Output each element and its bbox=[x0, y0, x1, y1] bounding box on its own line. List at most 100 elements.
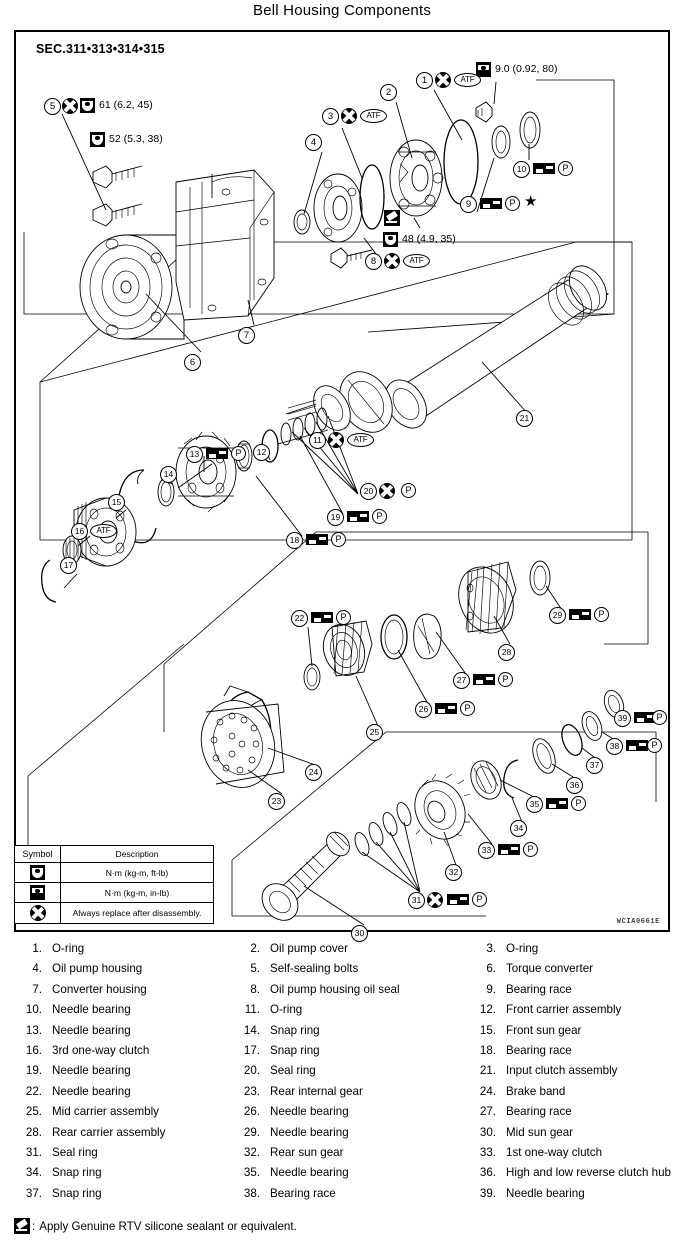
parts-list-item: 16.3rd one-way clutch bbox=[14, 1044, 232, 1064]
callout-35[interactable]: 35 bbox=[526, 796, 543, 813]
torque-ftlb-icon bbox=[80, 98, 95, 113]
torque-ftlb-icon bbox=[90, 132, 105, 147]
legend-row-ftlb: N·m (kg-m, ft-lb) bbox=[14, 862, 214, 883]
p-symbol: P bbox=[498, 672, 513, 687]
callout-11[interactable]: 11 bbox=[309, 432, 326, 449]
parts-list-item: 9.Bearing race bbox=[468, 983, 674, 1003]
parts-list-item: 7.Converter housing bbox=[14, 983, 232, 1003]
grease-icon bbox=[447, 894, 469, 905]
callout-33[interactable]: 33 bbox=[478, 842, 495, 859]
torque-spec-9: 9.0 (0.92, 80) bbox=[495, 63, 558, 75]
grease-icon bbox=[435, 703, 457, 714]
grease-icon bbox=[498, 844, 520, 855]
callout-26[interactable]: 26 bbox=[415, 701, 432, 718]
parts-list-item: 20.Seal ring bbox=[232, 1064, 468, 1084]
needle-bearing-26 bbox=[380, 614, 408, 660]
parts-list-label: Bearing race bbox=[506, 1105, 572, 1119]
parts-list-number: 3. bbox=[486, 942, 496, 955]
callout-20[interactable]: 20 bbox=[360, 483, 377, 500]
callout-7[interactable]: 7 bbox=[238, 327, 255, 344]
callout-34[interactable]: 34 bbox=[510, 820, 527, 837]
parts-list-number: 13. bbox=[25, 1023, 42, 1037]
parts-list-label: Converter housing bbox=[52, 982, 147, 996]
parts-list-item: 27.Bearing race bbox=[468, 1105, 674, 1125]
parts-list-label: Needle bearing bbox=[270, 1125, 349, 1139]
callout-39[interactable]: 39 bbox=[614, 710, 631, 727]
callout-19[interactable]: 19 bbox=[327, 509, 344, 526]
symbol-legend-table: Symbol Description N·m (kg-m, ft-lb) N·m… bbox=[14, 845, 214, 924]
leader-lines-group3 bbox=[247, 585, 563, 795]
callout-8[interactable]: 8 bbox=[365, 253, 382, 270]
callout-13[interactable]: 13 bbox=[186, 446, 203, 463]
p-symbol: P bbox=[594, 607, 609, 622]
callout-32[interactable]: 32 bbox=[445, 864, 462, 881]
parts-list-item: 18.Bearing race bbox=[468, 1044, 674, 1064]
sealant-footnote: : Apply Genuine RTV silicone sealant or … bbox=[14, 1218, 297, 1234]
leader-lines-group1 bbox=[61, 81, 530, 353]
p-symbol: P bbox=[523, 842, 538, 857]
legend-description-inlb: N·m (kg-m, in-lb) bbox=[60, 882, 214, 903]
torque-spec-48: 48 (4.9, 35) bbox=[402, 233, 456, 245]
parts-list-number: 28. bbox=[25, 1125, 42, 1139]
parts-list-item: 10.Needle bearing bbox=[14, 1003, 232, 1023]
callout-21[interactable]: 21 bbox=[516, 410, 533, 427]
callout-12[interactable]: 12 bbox=[253, 444, 270, 461]
parts-list-label: Bearing race bbox=[506, 982, 572, 996]
callout-22[interactable]: 22 bbox=[291, 610, 308, 627]
callout-27[interactable]: 27 bbox=[453, 672, 470, 689]
callout-5[interactable]: 5 bbox=[44, 98, 61, 115]
parts-list-number: 38. bbox=[243, 1186, 260, 1200]
parts-list-item: 29.Needle bearing bbox=[232, 1126, 468, 1146]
callout-2[interactable]: 2 bbox=[380, 84, 397, 101]
p-symbol: P bbox=[231, 446, 246, 461]
callout-3[interactable]: 3 bbox=[322, 108, 339, 125]
p-symbol: P bbox=[647, 738, 662, 753]
callout-10[interactable]: 10 bbox=[513, 161, 530, 178]
grease-icon bbox=[473, 674, 495, 685]
o-ring-3 bbox=[359, 164, 385, 230]
callout-18[interactable]: 18 bbox=[286, 532, 303, 549]
sealant-brush-icon bbox=[14, 1218, 30, 1234]
parts-list-item: 11.O-ring bbox=[232, 1003, 468, 1023]
callout-24[interactable]: 24 bbox=[305, 764, 322, 781]
parts-list-label: Needle bearing bbox=[52, 1064, 131, 1078]
bearing-race-27 bbox=[413, 613, 442, 660]
callout-37[interactable]: 37 bbox=[586, 757, 603, 774]
callout-15[interactable]: 15 bbox=[108, 494, 125, 511]
callout-23[interactable]: 23 bbox=[268, 793, 285, 810]
panel-outline-5 bbox=[231, 731, 657, 917]
diagram-frame: SEC.311•313•314•315 WCIA0661E bbox=[14, 30, 670, 942]
callout-36[interactable]: 36 bbox=[566, 777, 583, 794]
callout-14[interactable]: 14 bbox=[160, 466, 177, 483]
parts-list-number: 17. bbox=[243, 1043, 260, 1057]
footnote-text: Apply Genuine RTV silicone sealant or eq… bbox=[39, 1219, 297, 1233]
callout-30[interactable]: 30 bbox=[351, 925, 368, 942]
callout-28[interactable]: 28 bbox=[498, 644, 515, 661]
callout-16[interactable]: 16 bbox=[71, 523, 88, 540]
parts-list-item: 14.Snap ring bbox=[232, 1024, 468, 1044]
snap-ring-37 bbox=[561, 724, 583, 756]
parts-list-item: 8.Oil pump housing oil seal bbox=[232, 983, 468, 1003]
callout-17[interactable]: 17 bbox=[60, 557, 77, 574]
atf-label: ATF bbox=[90, 524, 117, 538]
parts-list-number: 16. bbox=[25, 1043, 42, 1057]
parts-list-item: 15.Front sun gear bbox=[468, 1024, 674, 1044]
atf-label: ATF bbox=[454, 73, 481, 87]
callout-6[interactable]: 6 bbox=[184, 354, 201, 371]
callout-31[interactable]: 31 bbox=[408, 892, 425, 909]
callout-29[interactable]: 29 bbox=[549, 607, 566, 624]
sealant-brush-icon bbox=[384, 210, 400, 226]
parts-list-label: Needle bearing bbox=[270, 1105, 349, 1119]
high-low-reverse-clutch-hub bbox=[532, 738, 556, 774]
grease-icon bbox=[311, 612, 333, 623]
needle-bearing-29 bbox=[529, 560, 551, 596]
callout-1[interactable]: 1 bbox=[416, 72, 433, 89]
callout-9[interactable]: 9 bbox=[460, 196, 477, 213]
parts-list-label: Needle bearing bbox=[506, 1186, 585, 1200]
callout-38[interactable]: 38 bbox=[606, 738, 623, 755]
callout-25[interactable]: 25 bbox=[366, 724, 383, 741]
snap-ring-17 bbox=[41, 559, 57, 603]
parts-list-item: 17.Snap ring bbox=[232, 1044, 468, 1064]
callout-4[interactable]: 4 bbox=[305, 134, 322, 151]
